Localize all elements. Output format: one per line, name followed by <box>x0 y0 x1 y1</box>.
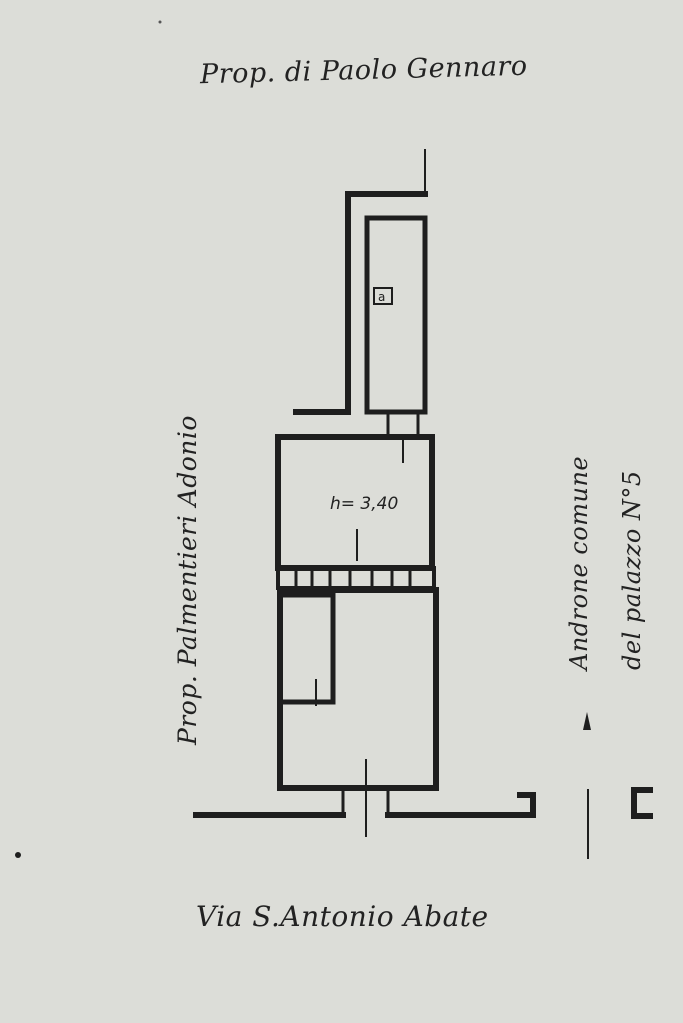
street-name-label: Via S.Antonio Abate <box>196 900 489 933</box>
lower-room-wall <box>277 587 439 791</box>
upper-wing-outer-wall <box>293 191 428 415</box>
upper-wing-room <box>364 215 428 415</box>
west-neighbor-label: Prop. Palmentieri Adonio <box>173 415 202 745</box>
upper-door <box>386 410 420 437</box>
access-arrow-head <box>583 712 591 730</box>
marker-box <box>373 287 393 305</box>
east-corridor-label-line1: Androne comune <box>565 455 593 670</box>
right-bracket-mark <box>631 787 653 819</box>
lower-partition <box>279 592 336 705</box>
marker-letter: a <box>378 290 385 304</box>
street-wall-right <box>385 792 536 818</box>
room-height-label: h= 3,40 <box>330 494 399 514</box>
entrance-door <box>341 786 390 817</box>
east-corridor-label-line2: del palazzo N°5 <box>618 470 646 670</box>
